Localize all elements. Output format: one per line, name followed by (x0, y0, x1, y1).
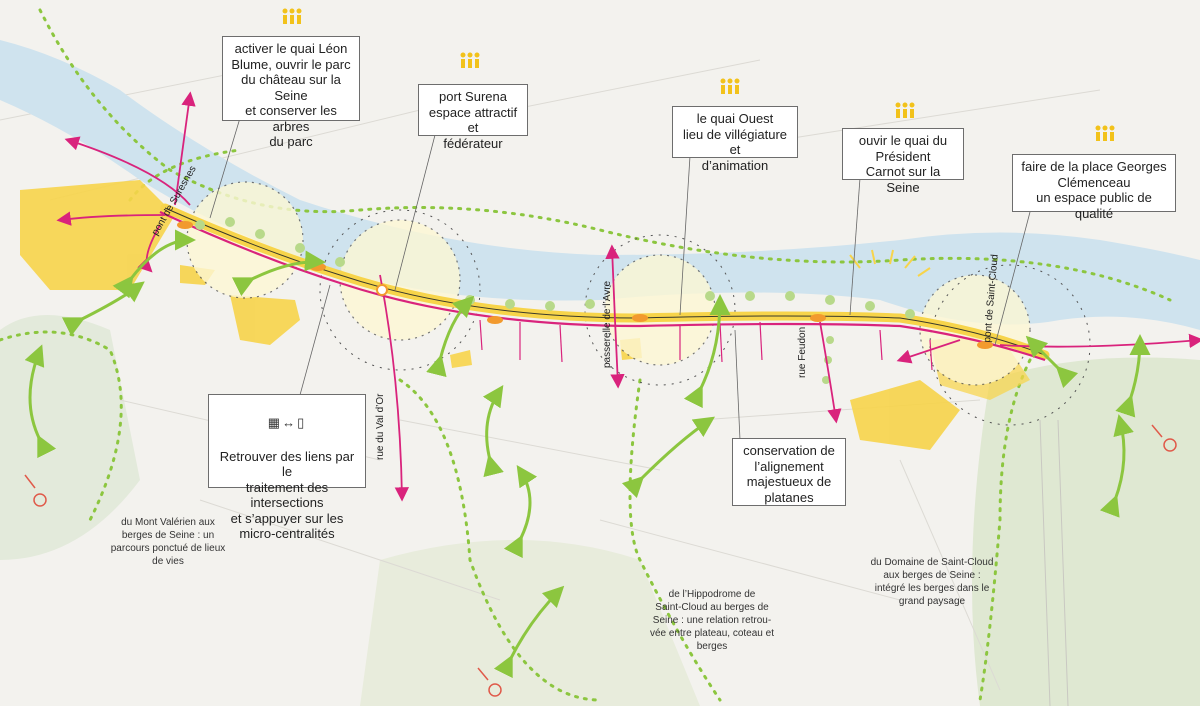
zone-domaine-saint-cloud: du Domaine de Saint-Cloud aux berges de … (870, 557, 994, 607)
callout-platanes: conservation de l’alignement majestueux … (732, 438, 846, 506)
callout-quai-ouest: le quai Ouest lieu de villégiature et d’… (672, 106, 798, 173)
intersection-icons: ▦↔▯ (267, 414, 307, 430)
label-rue-val-or: rue du Val d’Or (375, 393, 386, 460)
heritage-markers (24, 424, 1177, 697)
callout-leon-blume: activer le quai Léon Blume, ouvrir le pa… (222, 36, 360, 149)
crowd-icon (895, 102, 915, 118)
callout-liens-text: Retrouver des liens par le traitement de… (219, 448, 355, 542)
forest-domaine-saint-cloud (972, 357, 1200, 706)
crowd-icon (1095, 125, 1115, 141)
crowd-icon (720, 78, 740, 94)
sun-rays (849, 249, 931, 277)
callout-liens: ▦↔▯ Retrouver des liens par le traitemen… (208, 394, 366, 541)
callout-clemenceau: faire de la place Georges Clémenceau un … (1012, 154, 1176, 221)
minor-links (479, 319, 933, 371)
callout-port-surena: port Surena espace attractif et fédérate… (418, 84, 528, 151)
callout-leaders (209, 117, 1031, 441)
label-rue-feudon: rue Feudon (797, 326, 808, 378)
zone-mont-valerien: du Mont Valérien aux berges de Seine : u… (110, 517, 226, 567)
zone-hippodrome: de l’Hippodrome de Saint-Cloud au berges… (650, 589, 774, 652)
crowd-icon (282, 8, 302, 24)
crowd-icons (282, 8, 1115, 141)
port-centre-dot (376, 284, 388, 296)
callout-quai-carnot: ouvir le quai du Président Carnot sur la… (842, 128, 964, 195)
crowd-icon (460, 52, 480, 68)
green-links (24, 229, 1151, 679)
label-passerelle-avre: passerelle de l’Avre (602, 280, 613, 368)
